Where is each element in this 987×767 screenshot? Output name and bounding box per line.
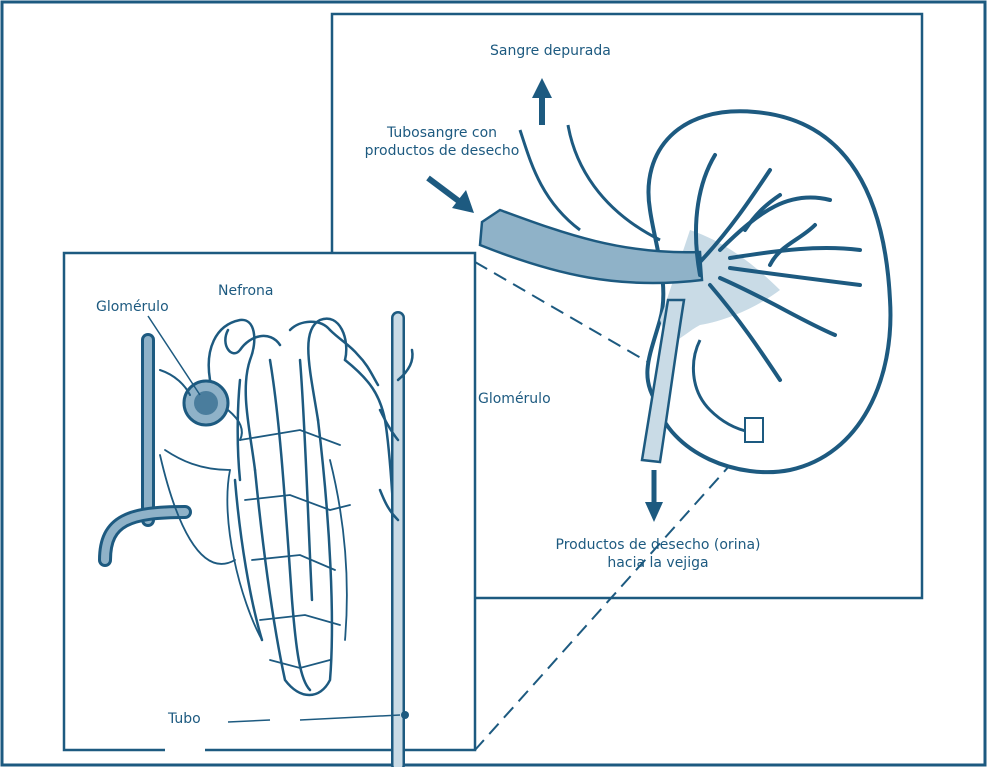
glomerulus-detail-square — [745, 418, 763, 442]
label-tubosangre-line1: Tubosangre con — [362, 124, 522, 142]
label-tubo: Tubo — [168, 710, 201, 728]
label-glomerulo-kidney: Glomérulo — [478, 390, 551, 408]
label-tubosangre: Tubosangre con productos de desecho — [362, 124, 522, 160]
label-productos: Productos de desecho (orina) hacia la ve… — [528, 536, 788, 572]
label-productos-line1: Productos de desecho (orina) — [528, 536, 788, 554]
kidney — [647, 111, 890, 472]
label-productos-line2: hacia la vejiga — [528, 554, 788, 572]
label-tubosangre-line2: productos de desecho — [362, 142, 522, 160]
label-nefrona: Nefrona — [218, 282, 273, 300]
label-sangre-depurada: Sangre depurada — [490, 42, 611, 60]
label-glomerulo-nephron: Glomérulo — [96, 298, 169, 316]
nephron-box — [64, 253, 475, 750]
frame-gap — [165, 748, 205, 758]
